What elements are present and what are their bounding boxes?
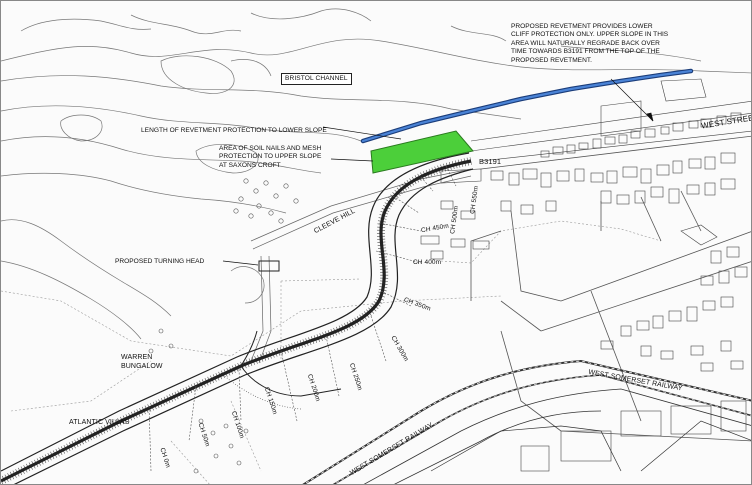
turning-head-label: PROPOSED TURNING HEAD bbox=[115, 258, 205, 265]
soil-nail-area bbox=[370, 130, 474, 174]
warren-bungalow-label: WARREN BUNGALOW bbox=[121, 354, 163, 370]
revetment-note: PROPOSED REVETMENT PROVIDES LOWER CLIFF … bbox=[511, 23, 669, 64]
bristol-channel-label: BRISTOL CHANNEL bbox=[281, 73, 352, 85]
revetment-length-label: LENGTH OF REVETMENT PROTECTION TO LOWER … bbox=[141, 127, 327, 134]
revetment-line bbox=[361, 69, 693, 143]
atlantic-villas-label: ATLANTIC VILLAS bbox=[69, 419, 130, 426]
b3191-label: B3191 bbox=[479, 157, 502, 166]
chainage-400: CH 400m bbox=[413, 259, 442, 266]
soil-nails-label: AREA OF SOIL NAILS AND MESH PROTECTION T… bbox=[219, 145, 322, 169]
